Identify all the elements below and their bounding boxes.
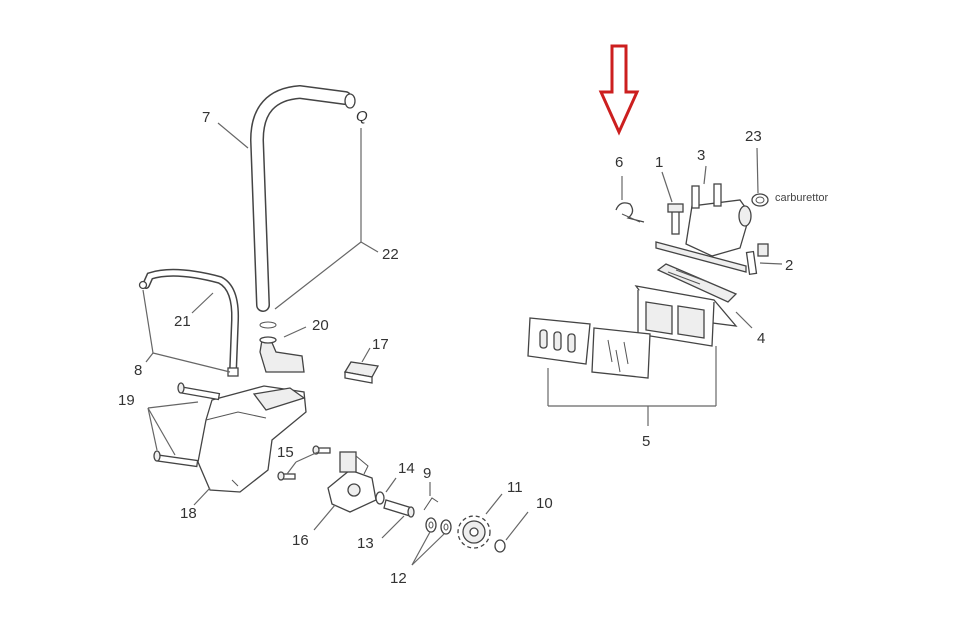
leader-21 — [191, 292, 214, 314]
label-23: 23 — [745, 128, 762, 145]
leader-3 — [703, 165, 707, 185]
hose-part-21 — [138, 268, 240, 377]
hose-part-7 — [249, 84, 356, 312]
leader-20 — [283, 326, 307, 338]
label-13: 13 — [357, 535, 374, 552]
label-6: 6 — [615, 154, 623, 171]
reed-block-part-4 — [634, 263, 738, 347]
leader-1 — [661, 171, 673, 203]
clamp-part-23 — [751, 193, 769, 207]
leader-12 — [411, 531, 445, 566]
label-20: 20 — [312, 317, 329, 334]
label-22: 22 — [382, 246, 399, 263]
leader-10 — [505, 511, 529, 541]
manifold-part-3 — [655, 183, 752, 273]
label-10: 10 — [536, 495, 553, 512]
shaft-part-13 — [383, 499, 415, 518]
leader-17 — [361, 347, 371, 363]
label-q: Q — [356, 108, 368, 125]
boot-part-20 — [259, 321, 305, 373]
leader-15 — [286, 451, 319, 475]
label-9: 9 — [423, 465, 431, 482]
clip-part-6 — [615, 202, 645, 223]
cover-part-18 — [197, 385, 307, 493]
leader-11 — [485, 493, 503, 515]
label-11: 11 — [507, 479, 523, 496]
pin-part-9 — [423, 497, 439, 511]
leader-13 — [381, 515, 405, 539]
label-14: 14 — [398, 460, 415, 477]
leader-7 — [217, 122, 249, 149]
clip-part-10 — [494, 539, 506, 553]
leader-5 — [547, 346, 717, 426]
gear-part-11 — [457, 515, 491, 549]
label-17: 17 — [372, 336, 389, 353]
screws-part-19 — [153, 382, 221, 468]
leader-8 — [142, 289, 231, 373]
label-7: 7 — [202, 109, 210, 126]
label-2: 2 — [785, 257, 793, 274]
label-1: 1 — [655, 154, 663, 171]
label-8: 8 — [134, 362, 142, 379]
leader-19 — [147, 401, 199, 456]
label-15: 15 — [277, 444, 294, 461]
screws-part-15 — [277, 445, 331, 481]
leader-14 — [385, 477, 397, 493]
label-4: 4 — [757, 330, 765, 347]
screw-part-2 — [745, 243, 769, 276]
label-16: 16 — [292, 532, 309, 549]
leader-2 — [759, 262, 783, 265]
label-21: 21 — [174, 313, 191, 330]
label-5: 5 — [642, 433, 650, 450]
leader-16 — [313, 504, 336, 531]
screw-part-1 — [667, 203, 684, 235]
label-12: 12 — [390, 570, 407, 587]
block-part-17 — [343, 361, 380, 384]
label-3: 3 — [697, 147, 705, 164]
reed-petals-part-5 — [527, 317, 651, 379]
pump-part-16 — [327, 451, 377, 513]
label-19: 19 — [118, 392, 135, 409]
washers-part-12 — [425, 517, 452, 535]
carburettor-label: carburettor — [775, 192, 829, 204]
oring-part-14 — [375, 491, 385, 505]
leader-4 — [735, 311, 753, 329]
label-18: 18 — [180, 505, 197, 522]
leader-22 — [274, 128, 379, 310]
highlight-arrow — [598, 44, 640, 136]
leader-18 — [193, 487, 211, 506]
leader-23 — [756, 147, 759, 194]
